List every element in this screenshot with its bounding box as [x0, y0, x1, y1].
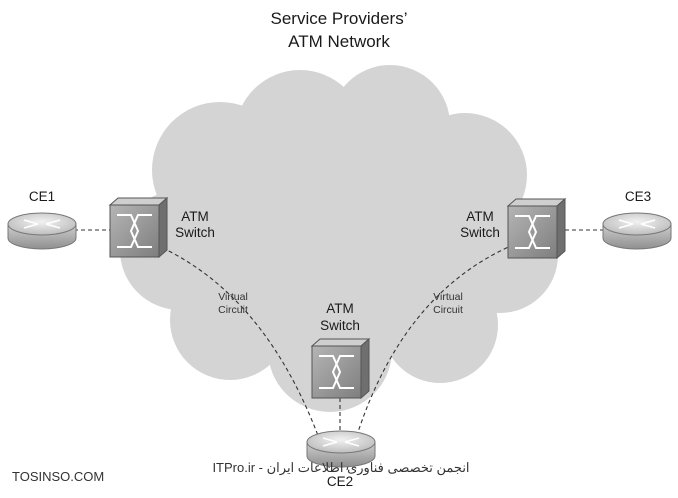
diagram-title-line2: ATM Network — [288, 32, 390, 51]
atm-switch-center-label-line1: ATM — [326, 301, 354, 316]
atm-switch-center-icon — [310, 337, 371, 400]
virtual-circuit-right-label-line1: Virtual — [433, 291, 463, 303]
router-ce2-label: CE2 — [326, 474, 354, 489]
router-ce3-label: CE3 — [624, 189, 652, 204]
virtual-circuit-right — [346, 234, 541, 471]
atm-switch-left-label-line1: ATM — [181, 209, 209, 224]
router-ce1-label: CE1 — [28, 189, 56, 204]
atm-switch-right-label-line2: Switch — [460, 225, 500, 240]
virtual-circuit-left-label-line1: Virtual — [218, 291, 248, 303]
atm-switch-right-icon — [506, 197, 567, 260]
router-ce2-icon — [306, 430, 376, 468]
atm-switch-left-label-line2: Switch — [175, 225, 215, 240]
watermark-left: TOSINSO.COM — [12, 469, 105, 484]
virtual-circuit-left-label-line2: Circuit — [218, 304, 248, 316]
watermark-right: ITPro.ir - انجمن تخصصی فناوری اطلاعات ای… — [212, 460, 470, 475]
atm-switch-left-icon — [108, 196, 169, 259]
atm-switch-center-label-line2: Switch — [320, 318, 360, 333]
atm-switch-right-label-line1: ATM — [466, 209, 494, 224]
virtual-circuit-right-label-line2: Circuit — [433, 304, 463, 316]
diagram-title-line1: Service Providers’ — [270, 9, 408, 28]
router-ce3-icon — [602, 212, 672, 250]
router-ce1-icon — [7, 212, 77, 250]
